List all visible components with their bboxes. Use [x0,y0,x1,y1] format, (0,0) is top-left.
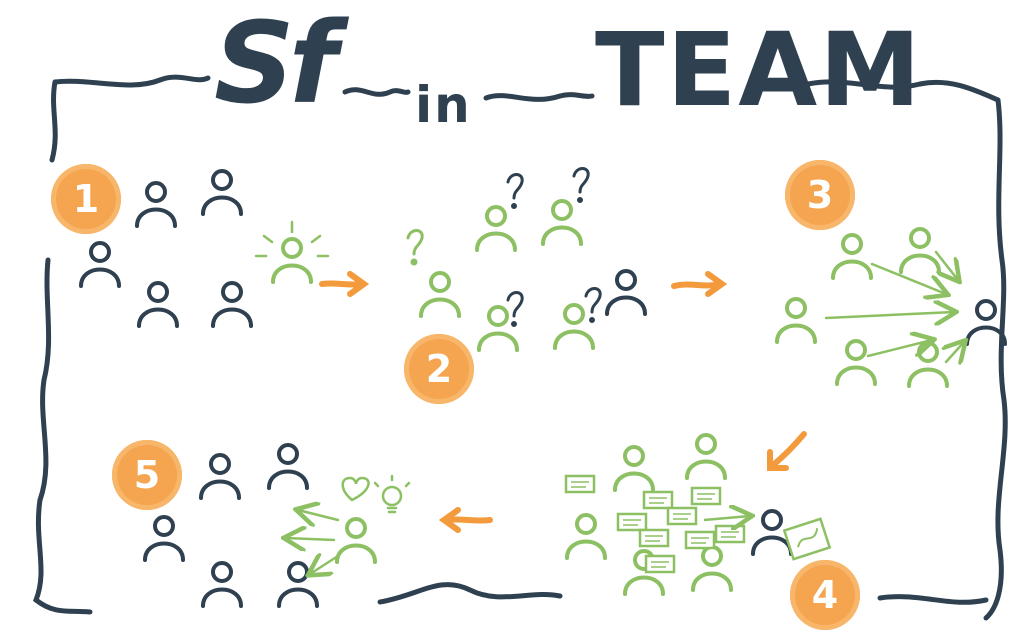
highlighted-person [271,237,313,284]
arrow-icon [319,271,370,297]
frame-right [983,97,1008,621]
person [199,453,241,500]
stage-5-group [143,443,411,608]
frame-top-right [805,79,1001,103]
title-team: TEAM [595,11,923,130]
lightbulb-icon [373,474,411,514]
person [211,281,253,328]
step-badge-1: 1 [51,164,121,234]
person [277,561,319,608]
person [835,339,877,386]
sticky-note [644,554,676,574]
heart-icon [341,476,370,502]
person [143,515,185,562]
title-sf: Sf [214,0,337,129]
sticky-note [564,474,596,494]
person [135,181,177,228]
frame-top-left [52,74,211,88]
sticky-note [690,486,722,506]
title-connector: in [415,76,472,134]
outgoing-arrows [286,510,340,574]
converging-arrows [824,250,964,362]
person [831,233,873,280]
person [541,199,583,246]
arrow-icon [671,271,728,297]
person [691,545,733,592]
person [775,297,817,344]
person [899,227,941,274]
arrow-icon [438,507,493,533]
step-badge-5: 5 [112,440,182,510]
question-mark-icon [406,229,424,266]
sticky-note [684,530,716,550]
stage-3-group [775,227,1007,388]
sticky-note [714,524,746,544]
person [201,561,243,608]
person [419,271,461,318]
inspired-person [335,517,377,564]
frame-left [32,79,93,615]
person [605,269,647,316]
sun-rays-icon [254,220,330,258]
step-badge-4: 4 [790,560,860,630]
stage-1-group [79,169,330,328]
step-badge-3: 3 [785,160,855,230]
person [137,281,179,328]
sticky-note [638,528,670,548]
person [477,305,519,352]
person [553,303,595,350]
arrow-icon [767,431,807,471]
person [267,443,309,490]
stage-2-group [406,167,647,352]
person [685,433,727,480]
sticky-note [616,512,648,532]
stage-4-group [564,433,832,596]
person [613,445,655,492]
person [907,341,949,388]
idea-arrow [703,516,750,520]
person [565,513,607,560]
question-mark-icon [506,167,602,327]
title-connector-right [483,92,595,102]
person [475,205,517,252]
sticky-note [666,506,698,526]
paper-sheet-icon [782,517,832,561]
sticky-note [642,490,674,510]
title-connector-left [342,87,411,97]
step-badge-2: 2 [404,334,474,404]
person [201,169,243,216]
person [79,241,121,288]
frame-bottom [377,582,989,605]
